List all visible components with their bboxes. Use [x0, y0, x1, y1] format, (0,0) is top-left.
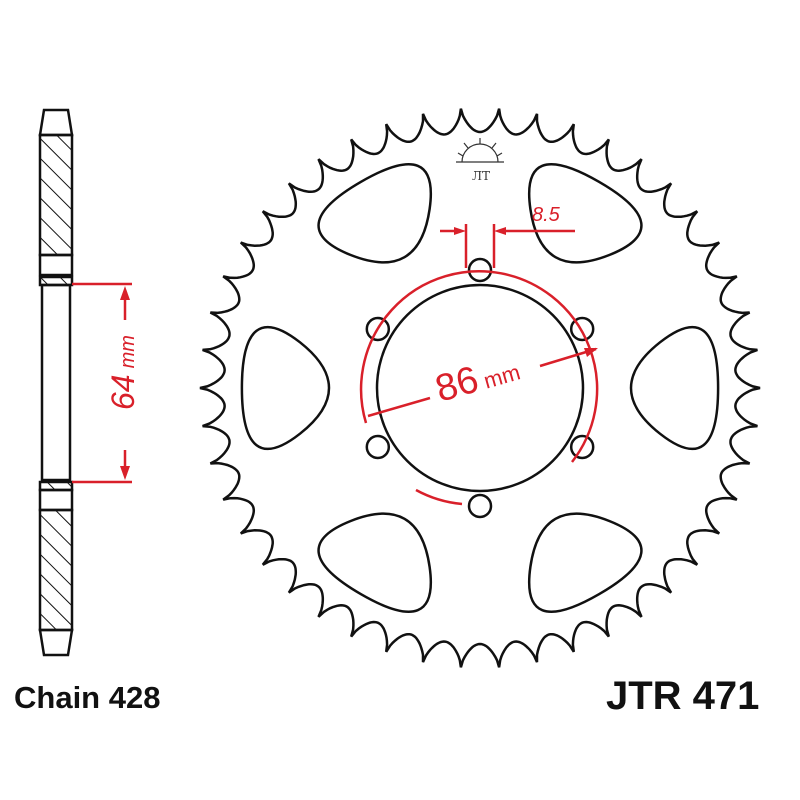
- bolt-hole: [569, 434, 595, 460]
- lightening-cutout: [240, 325, 331, 451]
- bolt-circle-value: 86mm: [431, 347, 524, 411]
- sprocket: [199, 108, 761, 668]
- profile-web-lower: [38, 488, 74, 512]
- side-profile: [38, 108, 74, 657]
- bolt-hole: [467, 493, 493, 519]
- lightening-cutout: [317, 163, 432, 264]
- lightening-cutout: [629, 325, 720, 451]
- bolt-hole: [569, 316, 595, 342]
- part-number-label: JTR 471: [606, 674, 760, 718]
- bolt-hole: [467, 257, 493, 283]
- profile-web-upper: [38, 253, 74, 277]
- lightening-cutout: [317, 512, 432, 613]
- lightening-cutout: [528, 163, 643, 264]
- center-bore: [375, 283, 585, 493]
- sprocket-teeth-outline: [199, 108, 761, 668]
- profile-hatched-upper: [38, 133, 74, 257]
- lightening-cutout: [528, 512, 643, 613]
- profile-top-chamfer: [38, 108, 74, 137]
- profile-hatched-lower: [38, 508, 74, 632]
- profile-bottom-chamfer: [38, 628, 74, 657]
- bolt-hole-dimension: [440, 224, 575, 268]
- svg-text:ЛТ: ЛТ: [472, 169, 490, 183]
- offset-value: 64mm: [105, 335, 141, 410]
- bolt-hole-value: 8.5: [532, 204, 561, 226]
- chain-label: Chain 428: [14, 680, 161, 715]
- bolt-circle-dimension: [359, 270, 599, 506]
- bolt-hole: [365, 316, 391, 342]
- profile-hub: [40, 283, 72, 482]
- bolt-hole: [365, 434, 391, 460]
- jt-logo: ЛТ: [456, 138, 504, 183]
- offset-dimension: [72, 282, 132, 484]
